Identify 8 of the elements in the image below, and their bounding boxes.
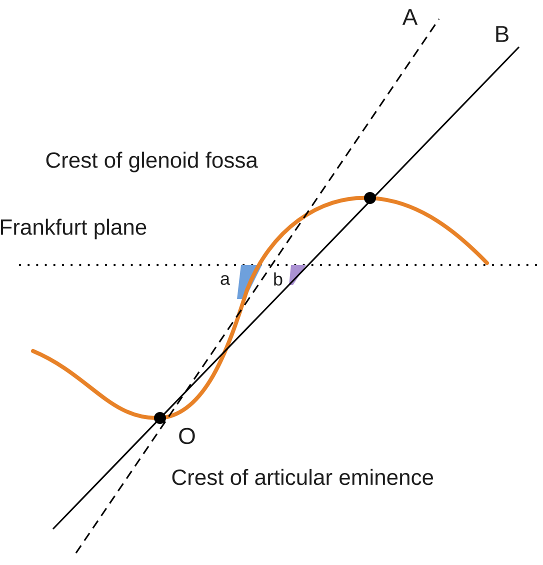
plane-label: Frankfurt plane [1,218,146,240]
landmark-label: Crest of glenoid fossa [46,152,258,172]
line-label: B [496,26,508,42]
landmark-label: Crest of articular eminence [172,468,434,486]
point-label: O [179,428,195,444]
line-label: A [402,9,418,25]
angle-label: b [274,272,282,286]
angle-label: a [220,275,230,285]
